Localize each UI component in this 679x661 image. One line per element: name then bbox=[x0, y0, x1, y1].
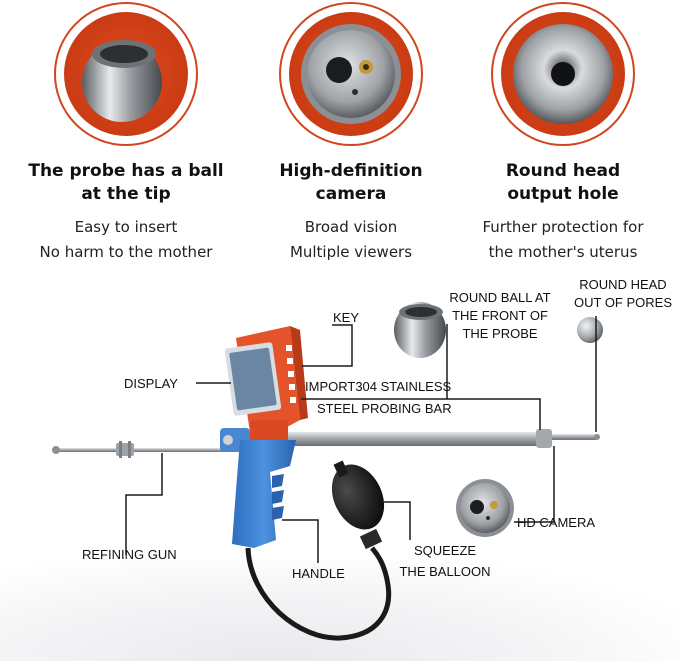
display-unit bbox=[224, 326, 308, 446]
callout-display: DISPLAY bbox=[124, 376, 178, 391]
feature-title-line1: High-definition bbox=[279, 161, 423, 181]
callout-bar-line2: STEEL PROBING BAR bbox=[317, 401, 452, 416]
feature-ball-tip: The probe has a ball at the tip Easy to … bbox=[13, 0, 239, 270]
callout-round-head-line2: OUT OF PORES bbox=[574, 295, 672, 310]
callout-squeeze-line2: THE BALLOON bbox=[399, 564, 491, 579]
feature-sub-line2: the mother's uterus bbox=[488, 243, 638, 261]
callout-round-ball-line1: ROUND BALL AT bbox=[449, 290, 551, 305]
camera-lens-icon bbox=[301, 24, 401, 124]
callout-refining-gun: REFINING GUN bbox=[82, 547, 177, 562]
callout-round-ball-line3: THE PROBE bbox=[462, 326, 538, 341]
feature-sub-line1: Further protection for bbox=[482, 218, 644, 236]
ball-tip-photo bbox=[54, 2, 198, 146]
feature-title-line2: at the tip bbox=[81, 184, 171, 204]
round-ball-part bbox=[394, 302, 446, 358]
callout-round-head: ROUND HEAD OUT OF PORES bbox=[568, 276, 678, 311]
feature-title-line1: Round head bbox=[505, 161, 621, 181]
callout-round-ball: ROUND BALL AT THE FRONT OF THE PROBE bbox=[440, 289, 560, 342]
feature-hd-camera: High-definition camera Broad vision Mult… bbox=[238, 0, 464, 270]
callout-handle: HANDLE bbox=[292, 566, 345, 581]
callout-bar-line1: IMPORT304 STAINLESS bbox=[305, 379, 452, 394]
callout-hd-camera: HD CAMERA bbox=[517, 515, 596, 530]
round-head-photo bbox=[491, 2, 635, 146]
ball-tip-icon bbox=[82, 40, 162, 122]
feature-sub-line2: Multiple viewers bbox=[289, 243, 413, 261]
feature-sub-line2: No harm to the mother bbox=[39, 243, 213, 261]
round-head-part bbox=[577, 317, 603, 343]
rear-rod bbox=[52, 441, 228, 458]
callout-lines bbox=[125, 316, 597, 563]
callout-round-ball-line2: THE FRONT OF bbox=[452, 308, 548, 323]
hd-camera-part bbox=[456, 479, 514, 537]
balloon-pump bbox=[245, 460, 392, 641]
feature-sub-line1: Broad vision bbox=[304, 218, 398, 236]
feature-round-head: Round head output hole Further protectio… bbox=[450, 0, 676, 270]
callout-round-head-line1: ROUND HEAD bbox=[579, 277, 667, 292]
camera-photo bbox=[279, 2, 423, 146]
feature-title-line2: camera bbox=[315, 184, 387, 204]
feature-title-line1: The probe has a ball bbox=[28, 161, 224, 181]
feature-sub-line1: Easy to insert bbox=[74, 218, 178, 236]
round-head-hole-icon bbox=[513, 24, 613, 124]
feature-title-line2: output hole bbox=[507, 184, 619, 204]
steel-probing-bar bbox=[228, 429, 600, 448]
callout-key: KEY bbox=[333, 310, 360, 325]
callout-squeeze: SQUEEZE THE BALLOON bbox=[390, 542, 500, 580]
callout-squeeze-line1: SQUEEZE bbox=[413, 543, 477, 558]
milk-splash-background bbox=[0, 560, 679, 661]
gun-grip bbox=[220, 428, 296, 548]
